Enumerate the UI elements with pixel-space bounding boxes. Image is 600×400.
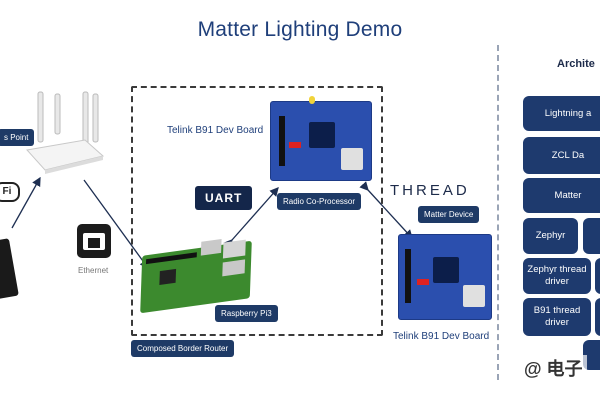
arch-item-matter: Matter (523, 178, 600, 213)
uart-badge: UART (195, 186, 253, 210)
arch-item-zephyr-thread-driver: Zephyr thread driver (523, 258, 591, 294)
arch-item-lightning-app: Lightning a (523, 96, 600, 131)
composed-border-router-box (131, 86, 383, 336)
telink-board-bottom (398, 234, 492, 320)
watermark: @ 电子 (520, 355, 587, 381)
arch-item-label: Zephyr (535, 230, 566, 242)
radio-coprocessor-tag: Radio Co-Processor (277, 193, 362, 210)
raspberry-pi-tag: Raspberry Pi3 (215, 305, 278, 322)
arch-item-zephyr-thread-driver-extra (595, 258, 600, 294)
arch-item-zcl-data: ZCL Da (523, 137, 600, 174)
composed-border-router-tag: Composed Border Router (131, 340, 235, 357)
arch-item-zephyr: Zephyr (523, 218, 578, 254)
arch-item-b91-extra (595, 298, 600, 336)
telink-board-top (270, 96, 372, 181)
arch-item-label: Zephyr thread driver (527, 264, 587, 287)
ethernet-label: Ethernet (78, 266, 109, 275)
arch-item-label: Lightning a (544, 107, 592, 119)
arch-item-bottom (583, 340, 600, 370)
router-image (26, 91, 105, 174)
section-divider (497, 45, 499, 380)
architecture-heading: Archite (557, 58, 595, 70)
arch-item-label: B91 thread driver (533, 305, 581, 328)
matter-device-tag: Matter Device (418, 206, 480, 223)
access-point-tag: s Point (0, 129, 35, 146)
telink-label-bottom: Telink B91 Dev Board (393, 331, 490, 342)
wifi-logo-text: Fi (2, 186, 12, 197)
page-title: Matter Lighting Demo (197, 18, 403, 41)
arch-item-label: Matter (554, 189, 582, 201)
arch-item-zephyr-extra (583, 218, 600, 254)
arch-item-b91-thread-driver: B91 thread driver (523, 298, 591, 336)
telink-label-top: Telink B91 Dev Board (167, 125, 264, 136)
thread-logo: THREAD (390, 182, 470, 199)
arch-item-label: ZCL Da (551, 149, 585, 161)
ethernet-icon (77, 224, 111, 258)
wifi-logo: Fi (0, 182, 20, 202)
